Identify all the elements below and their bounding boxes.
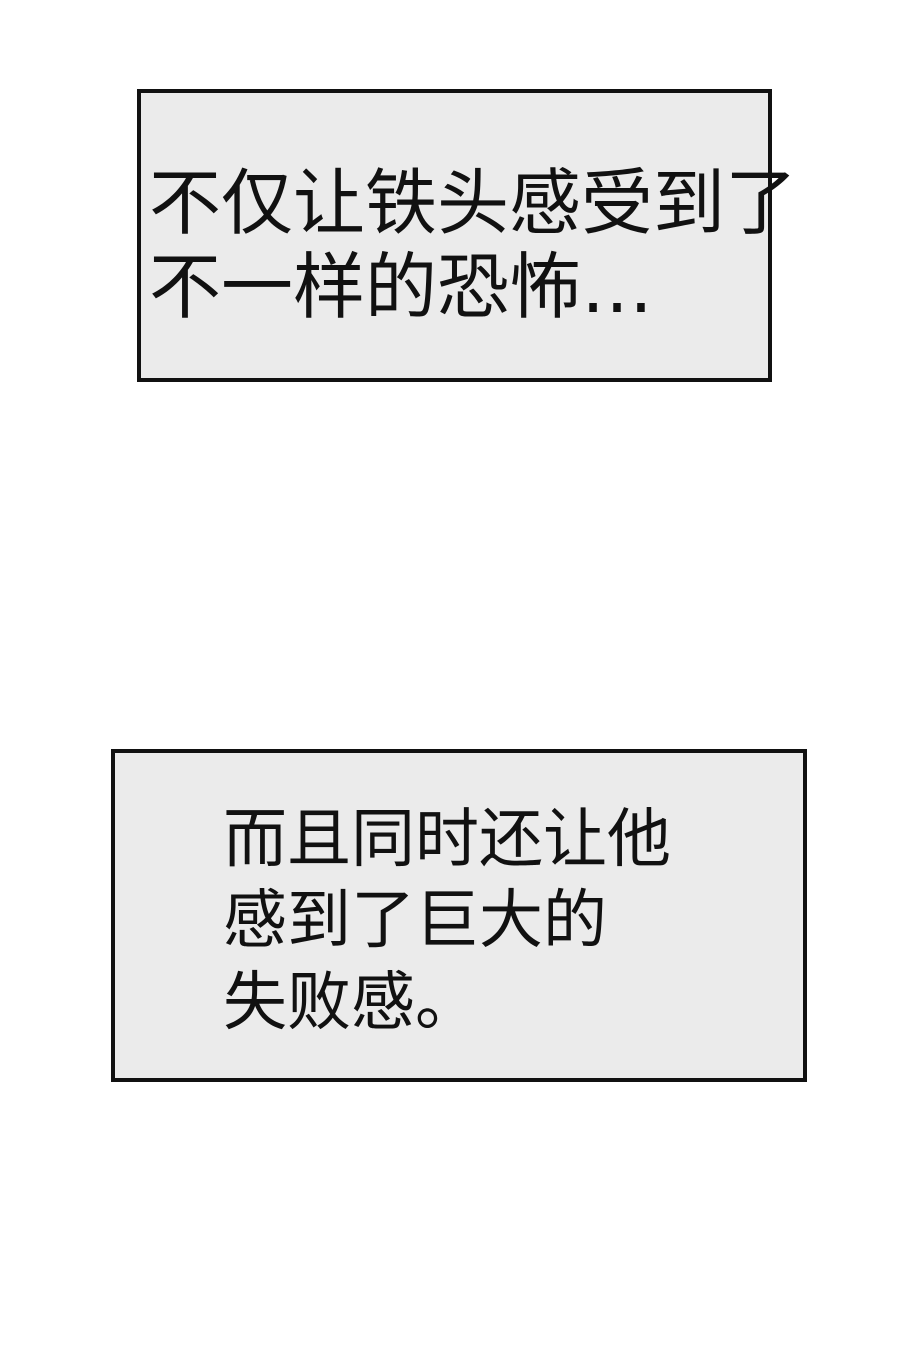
caption-box-1: 不仅让铁头感受到了 不一样的恐怖…: [137, 89, 797, 382]
caption-line: 而且同时还让他: [223, 803, 671, 877]
caption-line: 感到了巨大的: [223, 884, 607, 958]
caption-box-2: 而且同时还让他 感到了巨大的 失败感。: [111, 749, 807, 1082]
caption-line: 不一样的恐怖…: [149, 245, 654, 329]
caption-line: 失败感。: [223, 966, 479, 1040]
caption-line: 不仅让铁头感受到了: [149, 161, 798, 245]
